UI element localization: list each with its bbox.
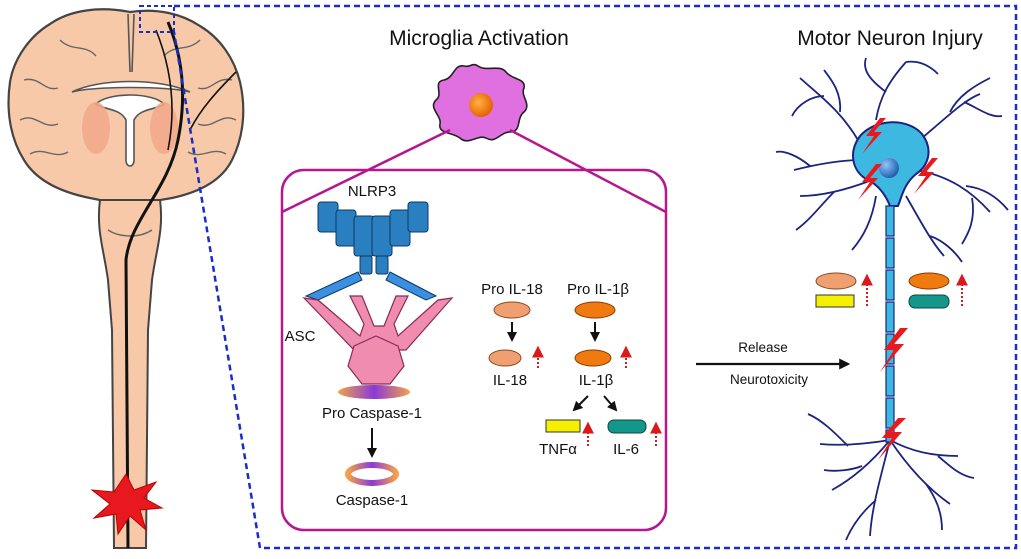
release-label: Release xyxy=(738,340,788,355)
zoom-source-box xyxy=(139,5,175,33)
lightning-icon xyxy=(858,164,882,200)
lightning-icon xyxy=(914,158,938,194)
lightning-icon xyxy=(880,328,908,372)
neuron-nucleus xyxy=(879,158,899,178)
ventricle xyxy=(94,94,166,167)
asc-label: ASC xyxy=(285,328,316,345)
brain-and-spinal-cord xyxy=(7,5,245,549)
tnfa-label: TNFα xyxy=(539,441,577,458)
axon xyxy=(885,205,895,443)
il1b-mini xyxy=(908,272,950,290)
gyri-lines xyxy=(19,39,237,156)
injury-star-icon xyxy=(90,473,164,536)
pro-il18-label: Pro IL-18 xyxy=(481,281,543,298)
il1b-shape xyxy=(574,349,612,367)
neurotoxicity-label: Neurotoxicity xyxy=(730,372,808,387)
microglia-cell xyxy=(432,63,528,142)
il18-shape xyxy=(488,349,522,367)
tnfa-mini xyxy=(815,294,855,308)
caspase-label: Caspase-1 xyxy=(336,492,409,509)
il6-shape xyxy=(607,419,647,434)
nlrp3-label: NLRP3 xyxy=(348,183,396,200)
il18-label: IL-18 xyxy=(493,372,527,389)
il6-label: IL-6 xyxy=(613,441,639,458)
pro-caspase-disc xyxy=(338,385,410,399)
motor-neuron-title: Motor Neuron Injury xyxy=(797,27,983,50)
corpus-callosum xyxy=(71,80,191,93)
lightning-group xyxy=(858,118,938,460)
tnfa-shape xyxy=(545,419,581,433)
pro-il1b-label: Pro IL-1β xyxy=(567,281,629,298)
il1b-label: IL-1β xyxy=(579,372,614,389)
pro-il1b-shape xyxy=(574,301,616,319)
fissure xyxy=(127,13,135,73)
motor-neuron xyxy=(775,57,1009,541)
nlrp3-arm-right xyxy=(385,271,438,301)
asc-adaptor xyxy=(302,295,454,351)
lightning-icon xyxy=(862,118,886,154)
basal-ganglia-left xyxy=(82,102,110,154)
caspase-ring xyxy=(345,462,399,486)
nlrp3-complex xyxy=(317,201,429,275)
microglia-nucleus xyxy=(469,93,493,117)
spinal-cord xyxy=(97,199,163,549)
pro-caspase-label: Pro Caspase-1 xyxy=(322,405,422,422)
pro-il18-shape xyxy=(493,301,531,319)
lightning-icon xyxy=(878,418,906,460)
zoom-frame xyxy=(172,4,1018,550)
microglia-title: Microglia Activation xyxy=(389,27,569,50)
inflammasome-frame xyxy=(280,168,668,532)
basal-ganglia-right xyxy=(150,102,178,154)
il6-mini xyxy=(908,294,950,309)
asc-pyd-hexagon xyxy=(347,335,405,385)
neuron-cytokines xyxy=(815,272,968,309)
dendrites xyxy=(775,57,1009,541)
il18-mini xyxy=(815,272,857,290)
